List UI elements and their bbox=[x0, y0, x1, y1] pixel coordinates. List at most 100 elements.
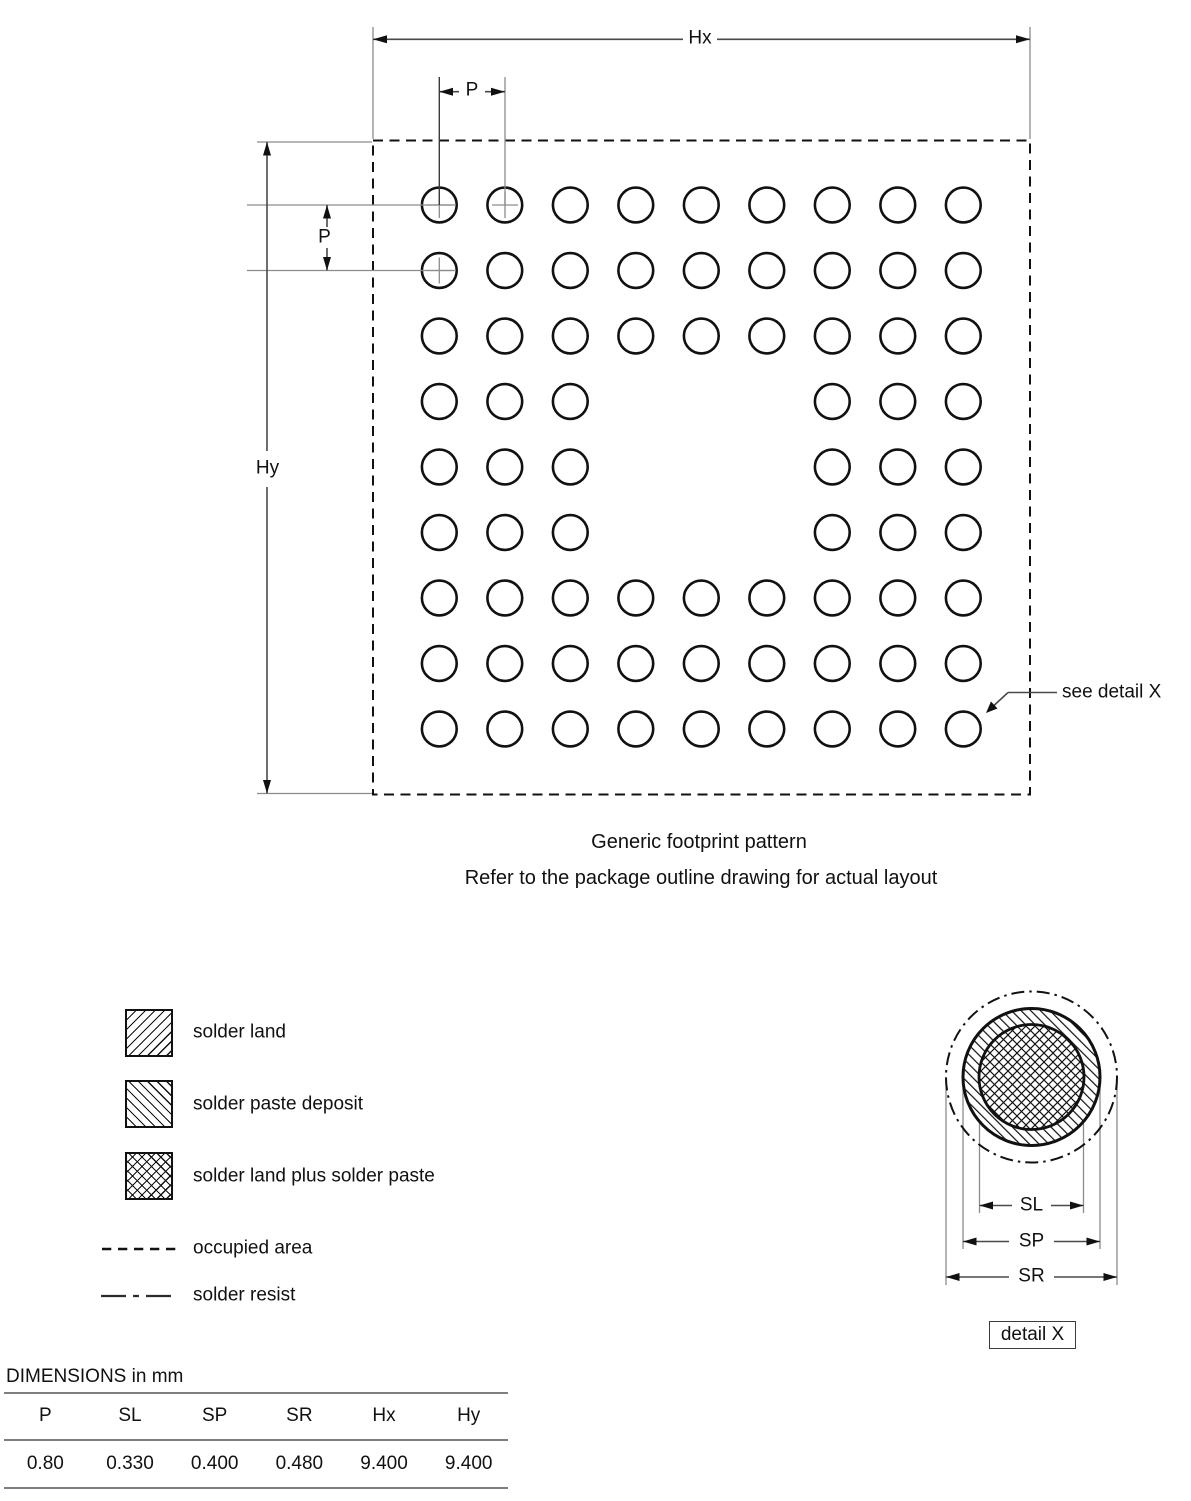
solder-land-pad bbox=[617, 186, 655, 224]
table-value: 9.400 bbox=[360, 1453, 408, 1474]
dim-label-p-top: P bbox=[465, 79, 479, 101]
solder-land-pad bbox=[486, 382, 524, 421]
solder-land-pad bbox=[420, 644, 458, 683]
figure-subcaption: Refer to the package outline drawing for… bbox=[464, 866, 938, 889]
legend-label: solder paste deposit bbox=[193, 1093, 364, 1115]
solder-land-pad bbox=[617, 710, 655, 748]
solder-land-pad bbox=[879, 448, 917, 486]
solder-land-pad bbox=[551, 513, 589, 552]
solder-land-pad bbox=[813, 186, 851, 224]
solder-land-pad bbox=[879, 644, 917, 683]
table-value: 0.330 bbox=[106, 1453, 154, 1474]
table-header: SP bbox=[202, 1405, 228, 1426]
solder-land-pad bbox=[551, 448, 589, 486]
hatch-cross-icon bbox=[125, 1152, 173, 1200]
solder-land-pad bbox=[879, 251, 917, 290]
solder-land-pad bbox=[486, 251, 524, 290]
legend-label: solder land plus solder paste bbox=[193, 1165, 435, 1187]
solder-land-pad bbox=[748, 186, 786, 224]
dimension-arrowheads bbox=[263, 35, 1117, 1281]
solder-land-pad bbox=[486, 710, 524, 748]
dim-label-sl: SL bbox=[1019, 1194, 1044, 1216]
solder-land-pad bbox=[682, 644, 720, 683]
dim-label-sr: SR bbox=[1018, 1265, 1045, 1287]
table-title: DIMENSIONS in mm bbox=[6, 1366, 184, 1387]
solder-land-pad bbox=[813, 317, 851, 355]
solder-land-pad bbox=[944, 710, 982, 748]
solder-land-pad bbox=[551, 251, 589, 290]
solder-land-pad bbox=[551, 382, 589, 421]
solder-land-pad bbox=[486, 644, 524, 683]
solder-land-pad bbox=[813, 382, 851, 421]
solder-land-pad bbox=[944, 448, 982, 486]
solder-land-pad bbox=[879, 513, 917, 552]
table-header-row: P SL SP SR Hx Hy bbox=[3, 1393, 511, 1439]
solder-land-pad bbox=[617, 644, 655, 683]
table-value: 0.400 bbox=[190, 1453, 239, 1474]
solder-land-pad bbox=[682, 710, 720, 748]
solder-land-pad bbox=[944, 513, 982, 552]
detail-x-label: detail X bbox=[1000, 1324, 1065, 1345]
solder-land-pad bbox=[617, 579, 655, 617]
solder-land-pad bbox=[420, 317, 458, 355]
pad-grid bbox=[420, 186, 982, 748]
solder-land-pad bbox=[944, 382, 982, 421]
solder-land-pad bbox=[617, 317, 655, 355]
solder-land-pad bbox=[813, 710, 851, 748]
dim-label-p-left: P bbox=[318, 226, 331, 248]
solder-land-pad bbox=[813, 644, 851, 683]
solder-land-pad bbox=[486, 448, 524, 486]
solder-land-pad bbox=[682, 251, 720, 290]
table-header: SL bbox=[118, 1405, 142, 1426]
table-header: P bbox=[38, 1405, 52, 1426]
solder-land-plus-paste-circle bbox=[977, 1023, 1086, 1131]
solder-land-pad bbox=[420, 710, 458, 748]
solder-land-pad bbox=[486, 317, 524, 355]
solder-land-pad bbox=[682, 317, 720, 355]
legend-label: solder resist bbox=[193, 1284, 296, 1306]
solder-land-pad bbox=[486, 579, 524, 617]
solder-land-pad bbox=[551, 579, 589, 617]
legend-label: occupied area bbox=[193, 1237, 313, 1259]
dim-label-hy: Hy bbox=[255, 457, 280, 479]
table-header: Hx bbox=[372, 1405, 396, 1426]
solder-land-pad bbox=[813, 251, 851, 290]
figure-caption: Generic footprint pattern bbox=[591, 830, 807, 853]
table-value-row: 0.80 0.330 0.400 0.480 9.400 9.400 bbox=[3, 1441, 511, 1487]
dashed-line-icon bbox=[102, 1247, 176, 1250]
solder-land-pad bbox=[551, 317, 589, 355]
solder-land-pad bbox=[551, 186, 589, 224]
detail-x-box: detail X bbox=[989, 1321, 1076, 1349]
grid-extension-lines bbox=[247, 27, 1031, 795]
table-rule-top bbox=[4, 1391, 508, 1394]
solder-land-pad bbox=[551, 644, 589, 683]
hatch-backward-icon bbox=[125, 1080, 173, 1128]
solder-land-pad bbox=[944, 317, 982, 355]
dashdot-line-icon bbox=[101, 1294, 178, 1297]
solder-land-pad bbox=[944, 251, 982, 290]
solder-land-pad bbox=[748, 644, 786, 683]
dim-label-hx: Hx bbox=[688, 27, 712, 49]
solder-land-pad bbox=[420, 579, 458, 617]
solder-land-pad bbox=[944, 186, 982, 224]
hatch-forward-icon bbox=[125, 1009, 173, 1057]
dim-label-sp: SP bbox=[1018, 1230, 1045, 1252]
solder-land-pad bbox=[813, 513, 851, 552]
table-header: Hy bbox=[457, 1405, 481, 1426]
solder-land-pad bbox=[879, 710, 917, 748]
solder-land-pad bbox=[944, 644, 982, 683]
solder-land-pad bbox=[551, 710, 589, 748]
table-rule-mid bbox=[4, 1439, 508, 1441]
see-detail-label: see detail X bbox=[1062, 681, 1162, 703]
table-value: 0.480 bbox=[275, 1453, 324, 1474]
table-value: 0.80 bbox=[26, 1453, 64, 1474]
solder-land-pad bbox=[813, 579, 851, 617]
solder-land-pad bbox=[748, 317, 786, 355]
solder-land-pad bbox=[420, 448, 458, 486]
solder-land-pad bbox=[486, 513, 524, 552]
solder-land-pad bbox=[879, 579, 917, 617]
solder-land-pad bbox=[748, 579, 786, 617]
see-detail-arrowhead bbox=[986, 701, 998, 713]
